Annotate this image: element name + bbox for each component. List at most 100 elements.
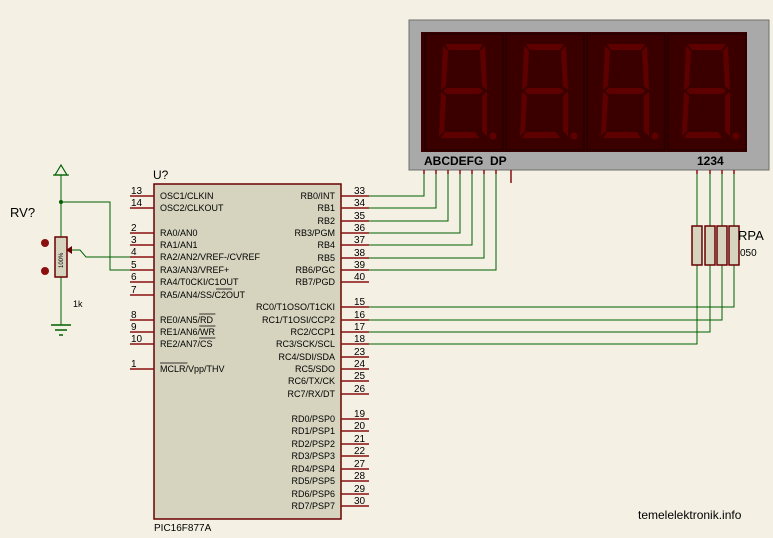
digit-cell xyxy=(505,33,585,151)
pin-label: RC7/RX/DT xyxy=(287,389,335,399)
segment-b xyxy=(723,46,730,90)
pin-label: RB1 xyxy=(317,203,335,213)
pin-number: 20 xyxy=(354,421,366,432)
pin-label: RB0/INT xyxy=(300,191,335,201)
pin-label: RA0/AN0 xyxy=(160,228,198,238)
wire-rb6-seg-g xyxy=(369,173,497,271)
pin-label: RD5/PSP5 xyxy=(291,476,335,486)
pin-number: 38 xyxy=(354,248,366,259)
mcu-ref: U? xyxy=(153,168,169,182)
segment-g xyxy=(605,88,645,94)
pin-label: RD2/PSP2 xyxy=(291,439,335,449)
pot-junction xyxy=(59,200,63,204)
pin-label: RA4/T0CKI/C1OUT xyxy=(160,277,239,287)
pin-number: 29 xyxy=(354,484,366,495)
pot-button-up[interactable] xyxy=(41,239,49,247)
pin-number: 26 xyxy=(354,384,366,395)
pin-number: 19 xyxy=(354,409,366,420)
pin-number: 24 xyxy=(354,359,366,370)
pin-number: 23 xyxy=(354,347,366,358)
pot-ref: RV? xyxy=(10,205,35,220)
digit-cell xyxy=(424,33,504,151)
pot-button-down[interactable] xyxy=(41,267,49,275)
pin-label: RC4/SDI/SDA xyxy=(278,352,335,362)
resistor-array[interactable]: RPA 050 xyxy=(691,225,764,266)
pin-number: 4 xyxy=(131,247,137,258)
pin-label: RD3/PSP3 xyxy=(291,451,335,461)
resistor-4 xyxy=(728,225,740,266)
pin-label: RD4/PSP4 xyxy=(291,464,335,474)
mcu-pin-9: 9 RE1/AN6/WR xyxy=(130,322,216,337)
wire-rb5-seg-f xyxy=(369,173,485,259)
display-segment-label: ABCDEFG DP xyxy=(424,154,507,168)
seven-segment-display[interactable]: ABCDEFG DP 1234 xyxy=(408,19,770,171)
resistor-array-ref: RPA xyxy=(738,228,764,243)
mcu-pin-29: 29 RD6/PSP6 xyxy=(291,484,369,499)
segment-dp xyxy=(570,132,578,140)
segment-b xyxy=(642,46,649,90)
pin-label: RB6/PGC xyxy=(295,265,335,275)
mcu-pin-23: 23 RC4/SDI/SDA xyxy=(278,347,369,362)
pin-number: 10 xyxy=(131,334,143,345)
resistor-3 xyxy=(716,225,728,266)
segment-e xyxy=(439,92,446,136)
digit-1 xyxy=(424,33,504,151)
pin-number: 9 xyxy=(131,322,137,333)
wire-rc3 xyxy=(369,265,698,345)
segment-e xyxy=(682,92,689,136)
pin-label: RD6/PSP6 xyxy=(291,489,335,499)
wire-rb3-seg-d xyxy=(369,173,461,234)
digit-3 xyxy=(586,33,666,151)
mcu-pin-10: 10 RE2/AN7/CS xyxy=(130,334,216,349)
pot-wiper-arrow-icon xyxy=(66,246,72,254)
pin-label: RD0/PSP0 xyxy=(291,414,335,424)
pin-label: RE1/AN6/WR xyxy=(160,327,216,337)
segment-dp xyxy=(732,132,740,140)
vdd-arrow-icon xyxy=(53,163,69,176)
pin-number: 18 xyxy=(354,334,366,345)
digit-cell xyxy=(586,33,666,151)
mcu-part: PIC16F877A xyxy=(154,523,212,534)
display-digits xyxy=(424,33,747,151)
pin-label: RA1/AN1 xyxy=(160,240,198,250)
potentiometer[interactable]: 100% RV? 1k xyxy=(10,163,83,336)
pin-label: RC5/SDO xyxy=(295,364,335,374)
wire-rb0-seg-a xyxy=(369,173,425,197)
pin-label: RA3/AN3/VREF+ xyxy=(160,265,229,275)
pin-number: 27 xyxy=(354,459,366,470)
mcu-body xyxy=(153,183,342,520)
pin-number: 2 xyxy=(131,223,137,234)
pin-label: RE2/AN7/CS xyxy=(160,339,213,349)
pin-label: RB4 xyxy=(317,240,335,250)
pin-number: 15 xyxy=(354,297,366,308)
segment-e xyxy=(520,92,527,136)
pin-number: 37 xyxy=(354,235,366,246)
pot-value: 1k xyxy=(73,299,83,309)
segment-dp xyxy=(651,132,659,140)
pin-number: 40 xyxy=(354,272,366,283)
wire-rb2-seg-c xyxy=(369,173,449,222)
pin-number: 17 xyxy=(354,322,366,333)
mcu-pin-2: 2 RA0/AN0 xyxy=(130,223,198,238)
pin-label: RB5 xyxy=(317,253,335,263)
segment-a xyxy=(607,44,645,50)
digit-4 xyxy=(667,33,747,151)
segment-f xyxy=(603,46,610,90)
pin-label: RC0/T1OSO/T1CKI xyxy=(256,302,335,312)
pin-label: OSC2/CLKOUT xyxy=(160,203,224,213)
